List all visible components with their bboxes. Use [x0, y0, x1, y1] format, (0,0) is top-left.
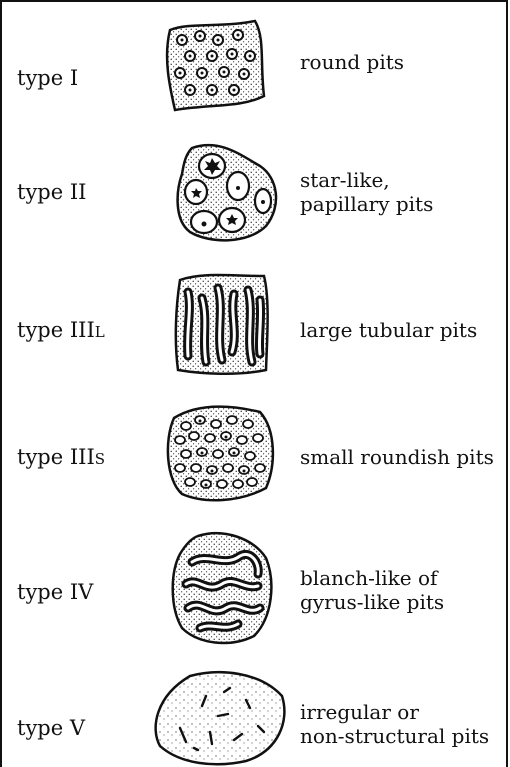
pit-illustration-type-4 — [168, 528, 276, 648]
pit-illustration-type-1 — [160, 18, 270, 113]
pit-illustration-type-5 — [150, 666, 290, 766]
row-type-3s: type IIIS small roundish pits — [0, 388, 508, 518]
type-label: type V — [17, 716, 85, 740]
type-label: type IIIS — [17, 445, 106, 469]
pit-description: round pits — [300, 50, 404, 74]
type-label: type II — [17, 180, 86, 204]
pit-illustration-type-3s — [160, 400, 280, 505]
pit-description: small roundish pits — [300, 445, 494, 469]
row-type-1: type I — [0, 0, 508, 128]
row-type-5: type V irr — [0, 656, 508, 767]
row-type-2: type II star-like, papillary p — [0, 128, 508, 258]
pit-description: irregular or non-structural pits — [300, 700, 489, 748]
pit-description: large tubular pits — [300, 318, 477, 342]
pit-description: star-like, papillary pits — [300, 168, 433, 216]
row-type-4: type IV blanch-like of gyrus-like pits — [0, 518, 508, 656]
pit-illustration-type-3l — [172, 270, 272, 378]
row-type-3l: type IIIL — [0, 258, 508, 388]
type-label: type IIIL — [17, 318, 105, 342]
pit-description: blanch-like of gyrus-like pits — [300, 566, 444, 614]
type-label: type I — [17, 66, 78, 90]
pit-illustration-type-2 — [170, 136, 285, 246]
type-label: type IV — [17, 580, 93, 604]
